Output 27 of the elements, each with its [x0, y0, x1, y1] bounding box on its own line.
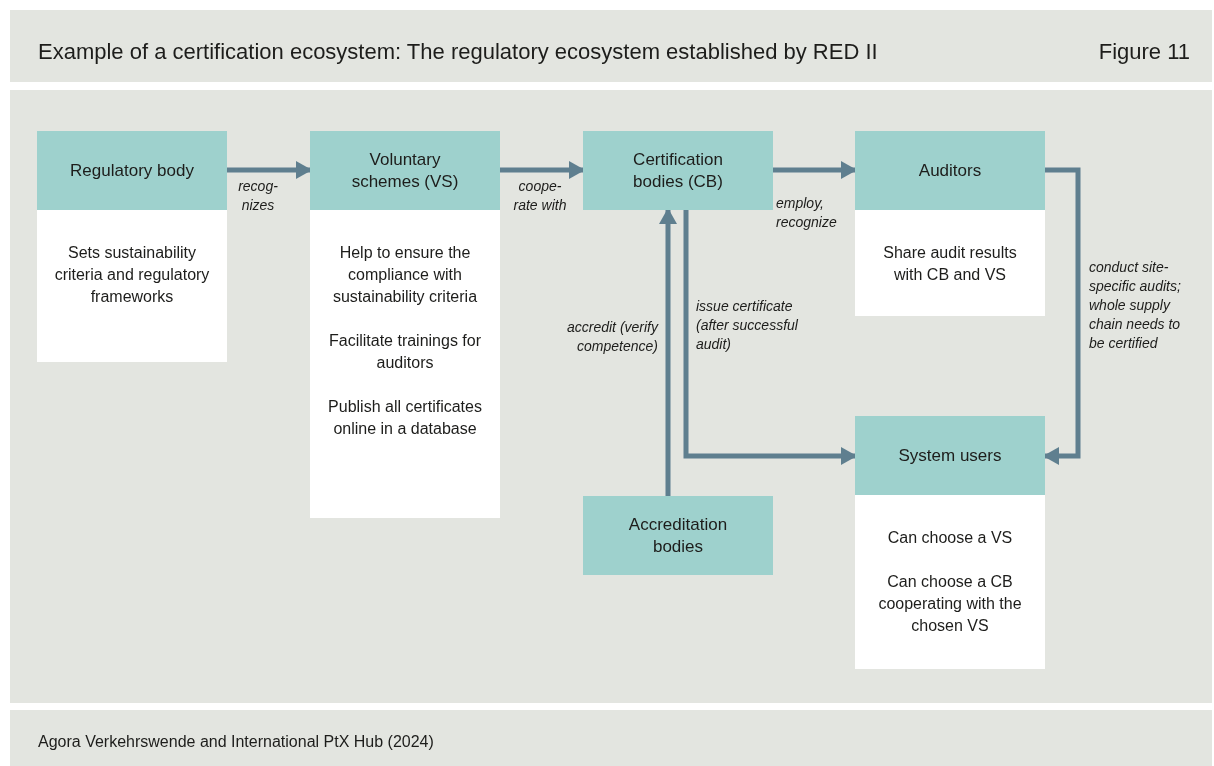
- arrow: [659, 208, 677, 496]
- title: Example of a certification ecosystem: The regulatory ecosystem established by RED II: [38, 38, 878, 66]
- arrow: [227, 161, 312, 179]
- node-header: Auditors: [855, 131, 1045, 210]
- body-text: Share audit results with CB and VS: [882, 243, 1018, 285]
- figure-number: Figure 11: [1098, 38, 1190, 66]
- edge-label: recog- nizes: [237, 177, 279, 215]
- arrow: [773, 161, 857, 179]
- arrow: [500, 161, 585, 179]
- body-text: Facilitate trainings for auditors: [327, 331, 483, 373]
- node-header: Certification bodies (CB): [583, 131, 773, 210]
- edge-label: issue certificate (after successful audit): [696, 297, 799, 354]
- node-header: Regulatory body: [37, 131, 227, 210]
- node-header: Voluntary schemes (VS): [310, 131, 500, 210]
- edge-label: accredit (verify competence): [566, 318, 658, 356]
- source-caption: Agora Verkehrswende and International PtX Hub (2024): [38, 732, 434, 752]
- arrow: [683, 210, 857, 465]
- edge-label: coope- rate with: [512, 177, 568, 215]
- node-header: Accreditation bodies: [583, 496, 773, 575]
- body-text: Sets sustainability criteria and regulatory frameworks: [53, 243, 211, 307]
- edge-label: employ, recognize: [776, 194, 838, 232]
- edge-label: conduct site-specific audits; whole supply chain needs to be certified: [1089, 258, 1182, 353]
- body-text: Can choose a VS: [887, 528, 1013, 548]
- body-text: Publish all certificates online in a database: [327, 397, 483, 439]
- node-header: System users: [855, 416, 1045, 495]
- body-text: Can choose a CB cooperating with the chosen VS: [877, 572, 1023, 636]
- body-text: Help to ensure the compliance with sustainability criteria: [331, 243, 479, 307]
